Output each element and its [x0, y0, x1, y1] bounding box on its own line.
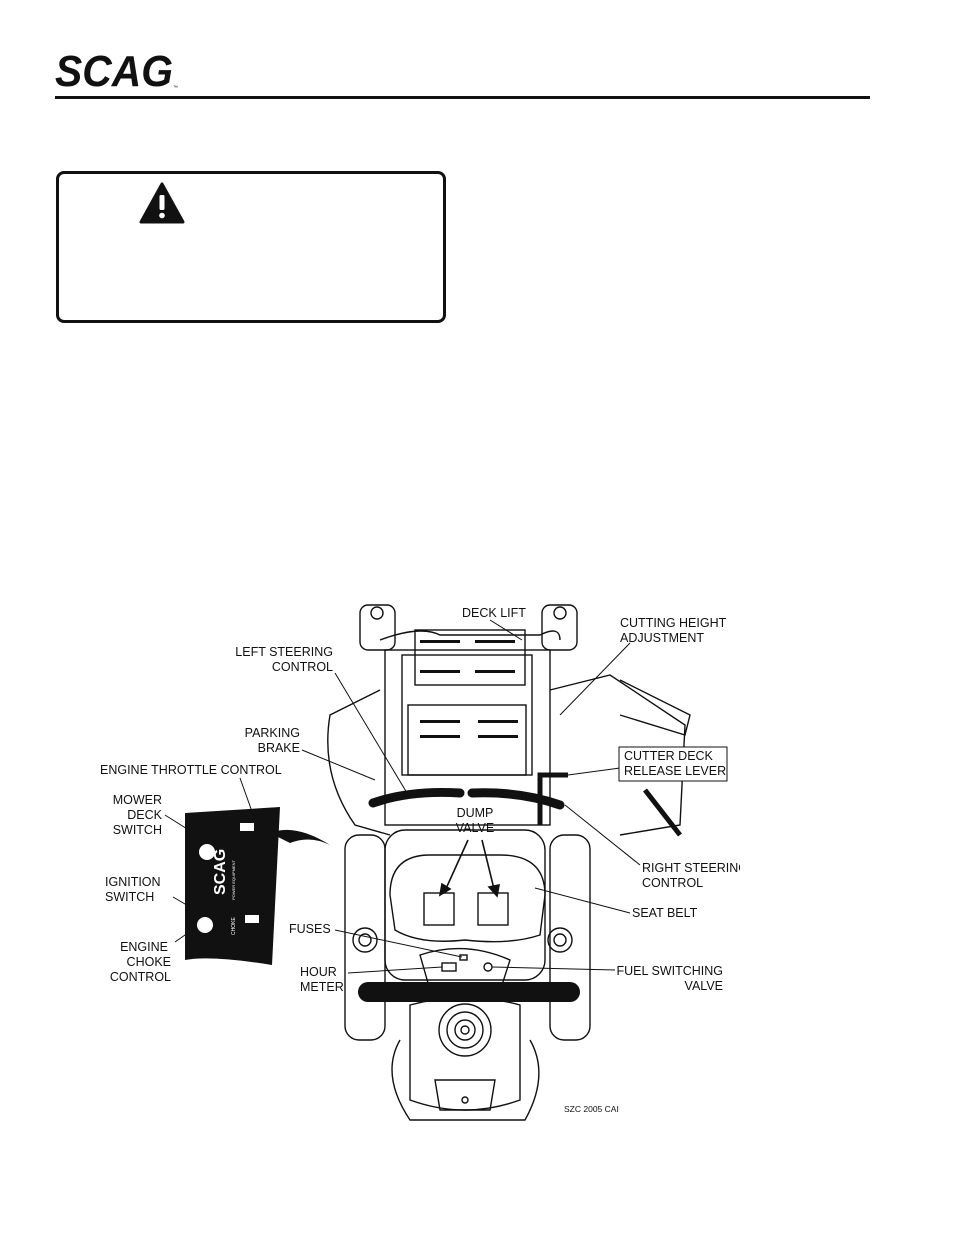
- panel-choke: CHOKE: [231, 917, 237, 935]
- seat: [389, 854, 546, 943]
- label-mower-deck-2: DECK: [127, 808, 162, 822]
- figure-id: SZC 2005 CAI: [564, 1104, 619, 1114]
- control-panel-graphics: [197, 823, 259, 933]
- panel-sub: POWER EQUIPMENT: [231, 859, 236, 900]
- label-ignition-1: IGNITION: [105, 875, 161, 889]
- label-engine-choke-3: CONTROL: [110, 970, 171, 984]
- mower-controls-diagram: SCAG POWER EQUIPMENT CHOKE DECK LIFT CUT…: [100, 604, 740, 1121]
- label-ignition-2: SWITCH: [105, 890, 154, 904]
- engine: [409, 996, 521, 1111]
- label-parking-brake-2: BRAKE: [258, 741, 300, 755]
- label-parking-brake-1: PARKING: [245, 726, 300, 740]
- label-engine-choke-2: CHOKE: [127, 955, 171, 969]
- panel-callout-arrow: [270, 829, 330, 845]
- label-fuel-switching-2: VALVE: [685, 979, 723, 993]
- warning-box: [56, 171, 446, 323]
- label-deck-lift: DECK LIFT: [462, 606, 526, 620]
- scag-logo: SCAG ™: [55, 48, 178, 90]
- fuses: [459, 954, 468, 961]
- label-engine-throttle: ENGINE THROTTLE CONTROL: [100, 763, 282, 777]
- label-mower-deck-3: SWITCH: [113, 823, 162, 837]
- label-cutting-height-2: ADJUSTMENT: [620, 631, 704, 645]
- hour-meter: [441, 962, 457, 972]
- label-cutter-deck-2: RELEASE LEVER: [624, 764, 726, 778]
- dump-valve-right: [477, 892, 509, 926]
- label-left-steering-1: LEFT STEERING: [235, 645, 333, 659]
- label-cutter-deck-1: CUTTER DECK: [624, 749, 714, 763]
- label-mower-deck-1: MOWER: [113, 793, 162, 807]
- logo-trademark: ™: [173, 85, 178, 90]
- operator-platform: [384, 829, 546, 981]
- right-caster: [541, 604, 578, 651]
- label-hour-meter-2: METER: [300, 980, 344, 994]
- warning-triangle-icon: [139, 182, 185, 224]
- label-dump-valve-1: DUMP: [457, 806, 494, 820]
- label-right-steering-2: CONTROL: [642, 876, 703, 890]
- label-cutting-height-1: CUTTING HEIGHT: [620, 616, 727, 630]
- label-fuel-switching-1: FUEL SWITCHING: [617, 964, 723, 978]
- label-fuses: FUSES: [289, 922, 331, 936]
- logo-text: SCAG: [55, 48, 173, 90]
- label-right-steering-1: RIGHT STEERING: [642, 861, 740, 875]
- label-left-steering-2: CONTROL: [272, 660, 333, 674]
- right-rear-wheel: [549, 834, 591, 1041]
- label-engine-choke-1: ENGINE: [120, 940, 168, 954]
- label-hour-meter-1: HOUR: [300, 965, 337, 979]
- label-seat-belt: SEAT BELT: [632, 906, 698, 920]
- left-caster: [359, 604, 396, 651]
- left-rear-wheel: [344, 834, 386, 1041]
- frame: [384, 649, 551, 826]
- label-dump-valve-2: VALVE: [456, 821, 494, 835]
- deck-lift-housing: [414, 629, 526, 686]
- dump-valve-left: [423, 892, 455, 926]
- header-rule: [55, 96, 870, 99]
- fuel-valve: [483, 962, 493, 972]
- panel-brand: SCAG: [212, 849, 229, 895]
